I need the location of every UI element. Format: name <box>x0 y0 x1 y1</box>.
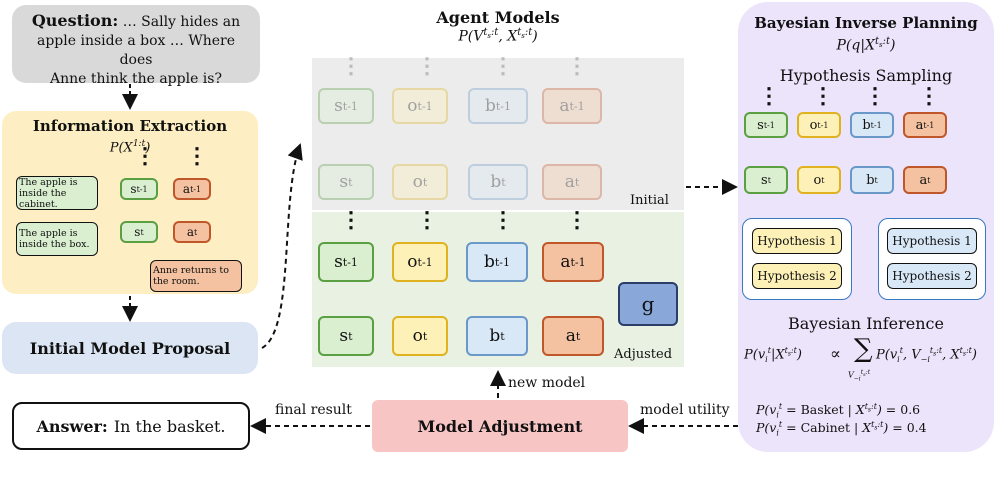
info-extraction-title: Information Extraction <box>32 117 228 135</box>
goal-node-g: g <box>618 282 678 326</box>
new-model-label: new model <box>508 375 586 391</box>
adjusted-label: Adjusted <box>614 347 673 362</box>
question-text-1: … Sally hides an <box>122 14 241 30</box>
hypothesis-o-1: Hypothesis 1 <box>752 228 842 254</box>
initial-label: Initial <box>630 193 669 208</box>
bip-title: Bayesian Inverse Planning <box>754 14 978 32</box>
hypothesis-b-1: Hypothesis 1 <box>887 228 977 254</box>
question-label: Question: <box>31 11 119 30</box>
initial-models-panel <box>312 58 684 210</box>
final-result-label: final result <box>275 402 352 418</box>
probability-cabinet: P(vit = Cabinet | Xts:t) = 0.4 <box>756 420 927 438</box>
hypothesis-sampling-title: Hypothesis Sampling <box>779 66 953 85</box>
model-utility-label: model utility <box>640 402 730 418</box>
ellipsis-s: ⋮ <box>134 143 156 169</box>
hypothesis-o-2: Hypothesis 2 <box>752 263 842 289</box>
answer-box: Answer: In the basket. <box>12 402 250 450</box>
hypothesis-b-2: Hypothesis 2 <box>887 263 977 289</box>
bip-formula: P(q|Xts:t) <box>836 36 896 54</box>
model-adjustment-box: Model Adjustment <box>372 400 628 452</box>
question-text-2: apple inside a box … Where does <box>37 33 235 68</box>
ellipsis-a: ⋮ <box>186 143 208 169</box>
agent-models-title: Agent Models P(Vts:t, Xts:t) <box>436 8 560 45</box>
initial-model-proposal: Initial Model Proposal <box>2 322 258 374</box>
action-anne-returns: Anne returns to the room. <box>150 260 242 292</box>
bayesian-inference-title: Bayesian Inference <box>788 314 944 333</box>
question-text-3: Anne think the apple is? <box>50 71 222 87</box>
fact-cabinet: The apple is inside the cabinet. <box>16 176 98 210</box>
arrow-proposal-to-agent-models <box>261 143 303 349</box>
probability-basket: P(vit = Basket | Xts:t) = 0.6 <box>756 402 921 420</box>
fact-box: The apple is inside the box. <box>16 222 98 256</box>
info-extraction-formula: P(X1:t) <box>109 139 151 156</box>
question-box: Question: … Sally hides an apple inside … <box>12 5 260 87</box>
inference-formula: P(vit|Xts:t) ∝ ∑ V−its:t P(vit, V−its:t,… <box>744 334 977 383</box>
